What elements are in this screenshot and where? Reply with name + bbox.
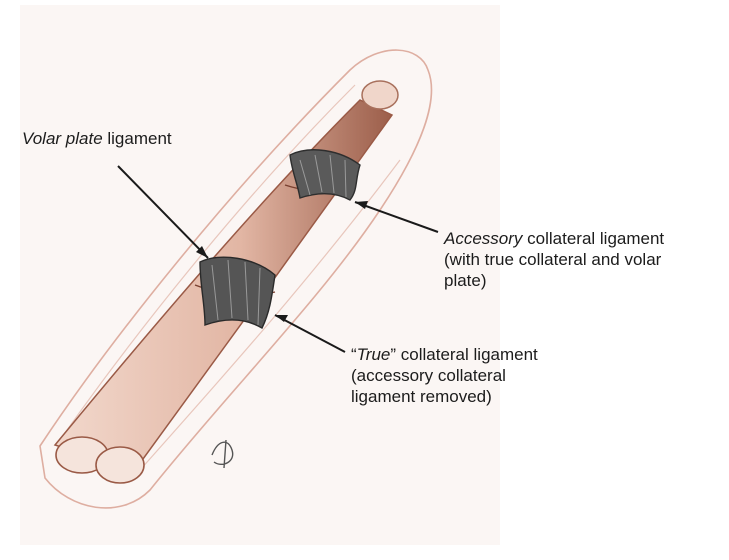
accessory-label-line2: (with true collateral and volar — [444, 249, 664, 270]
accessory-rest: collateral ligament — [522, 229, 664, 248]
true-collateral-ligament — [200, 257, 275, 328]
accessory-label-line3: plate) — [444, 270, 664, 291]
accessory-label: Accessory collateral ligament (with true… — [444, 228, 664, 291]
volar-plate-italic: Volar plate — [22, 129, 103, 148]
accessory-italic: Accessory — [444, 229, 522, 248]
true-italic: True — [357, 345, 391, 364]
proximal-bone-base-right — [96, 447, 144, 483]
volar-plate-rest: ligament — [103, 129, 172, 148]
true-collateral-label-line3: ligament removed) — [351, 386, 538, 407]
true-collateral-label-line1: “True” collateral ligament — [351, 344, 538, 365]
volar-plate-label: Volar plate ligament — [22, 128, 172, 149]
true-collateral-label-line2: (accessory collateral — [351, 365, 538, 386]
true-rest: ” collateral ligament — [390, 345, 537, 364]
accessory-label-line1: Accessory collateral ligament — [444, 228, 664, 249]
distal-bone-head — [362, 81, 398, 109]
true-collateral-label: “True” collateral ligament (accessory co… — [351, 344, 538, 407]
